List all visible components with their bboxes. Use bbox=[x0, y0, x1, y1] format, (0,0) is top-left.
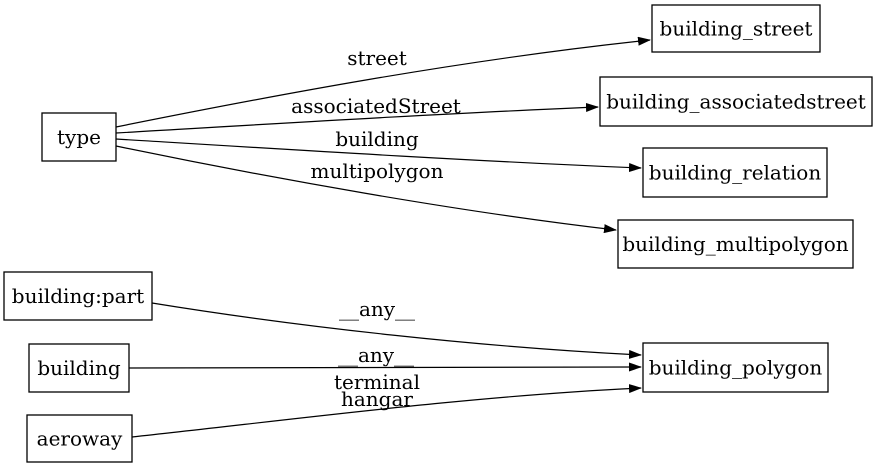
edge-label-type-building_relation: building bbox=[335, 127, 419, 151]
node-box-type bbox=[41, 112, 117, 162]
node-label-building: building bbox=[37, 356, 121, 380]
edge-label-type-building_associatedstreet: associatedStreet bbox=[291, 94, 461, 118]
node-box-building_associatedstreet bbox=[599, 76, 873, 127]
edge-label-building-building_polygon: __any__ bbox=[338, 343, 414, 367]
edge-type-building_associatedstreet bbox=[115, 102, 599, 134]
edge-label-type-building_multipolygon: multipolygon bbox=[311, 159, 444, 183]
node-box-building_multipolygon bbox=[617, 219, 854, 269]
edge-label-aeroway-building_polygon-2: hangar bbox=[341, 387, 413, 411]
node-label-building_street: building_street bbox=[660, 17, 813, 41]
edge-label-type-building_street: street bbox=[347, 46, 407, 70]
node-building_street: building_street bbox=[651, 4, 821, 53]
edge-building_part-building_polygon bbox=[151, 302, 642, 359]
edge-type-building_street bbox=[115, 36, 651, 128]
node-box-building bbox=[28, 343, 130, 393]
node-box-aeroway bbox=[26, 414, 133, 463]
node-building: building bbox=[28, 343, 130, 393]
node-type: type bbox=[41, 112, 117, 162]
node-label-aeroway: aeroway bbox=[37, 427, 123, 451]
node-building_polygon: building_polygon bbox=[642, 342, 829, 393]
node-building_relation: building_relation bbox=[642, 147, 828, 198]
edge-type-building_relation bbox=[115, 138, 642, 173]
node-box-building_part bbox=[3, 271, 153, 321]
edge-label-building_part-building_polygon: __any__ bbox=[339, 297, 415, 321]
edge-building-building_polygon bbox=[128, 362, 642, 372]
node-label-building_polygon: building_polygon bbox=[649, 356, 823, 380]
node-box-building_polygon bbox=[642, 342, 829, 393]
node-building_multipolygon: building_multipolygon bbox=[617, 219, 854, 269]
edge-label-aeroway-building_polygon-1: terminal bbox=[334, 370, 420, 394]
node-box-building_relation bbox=[642, 147, 828, 198]
node-box-building_street bbox=[651, 4, 821, 53]
node-building_part: building:part bbox=[3, 271, 153, 321]
node-aeroway: aeroway bbox=[26, 414, 133, 463]
node-label-building_relation: building_relation bbox=[649, 161, 822, 185]
node-label-building_multipolygon: building_multipolygon bbox=[622, 232, 848, 256]
node-label-type: type bbox=[57, 125, 101, 149]
node-label-building_associatedstreet: building_associatedstreet bbox=[606, 90, 866, 114]
node-building_associatedstreet: building_associatedstreet bbox=[599, 76, 873, 127]
node-label-building_part: building:part bbox=[12, 284, 144, 308]
edge-aeroway-building_polygon bbox=[131, 384, 642, 438]
edge-type-building_multipolygon bbox=[115, 145, 617, 234]
